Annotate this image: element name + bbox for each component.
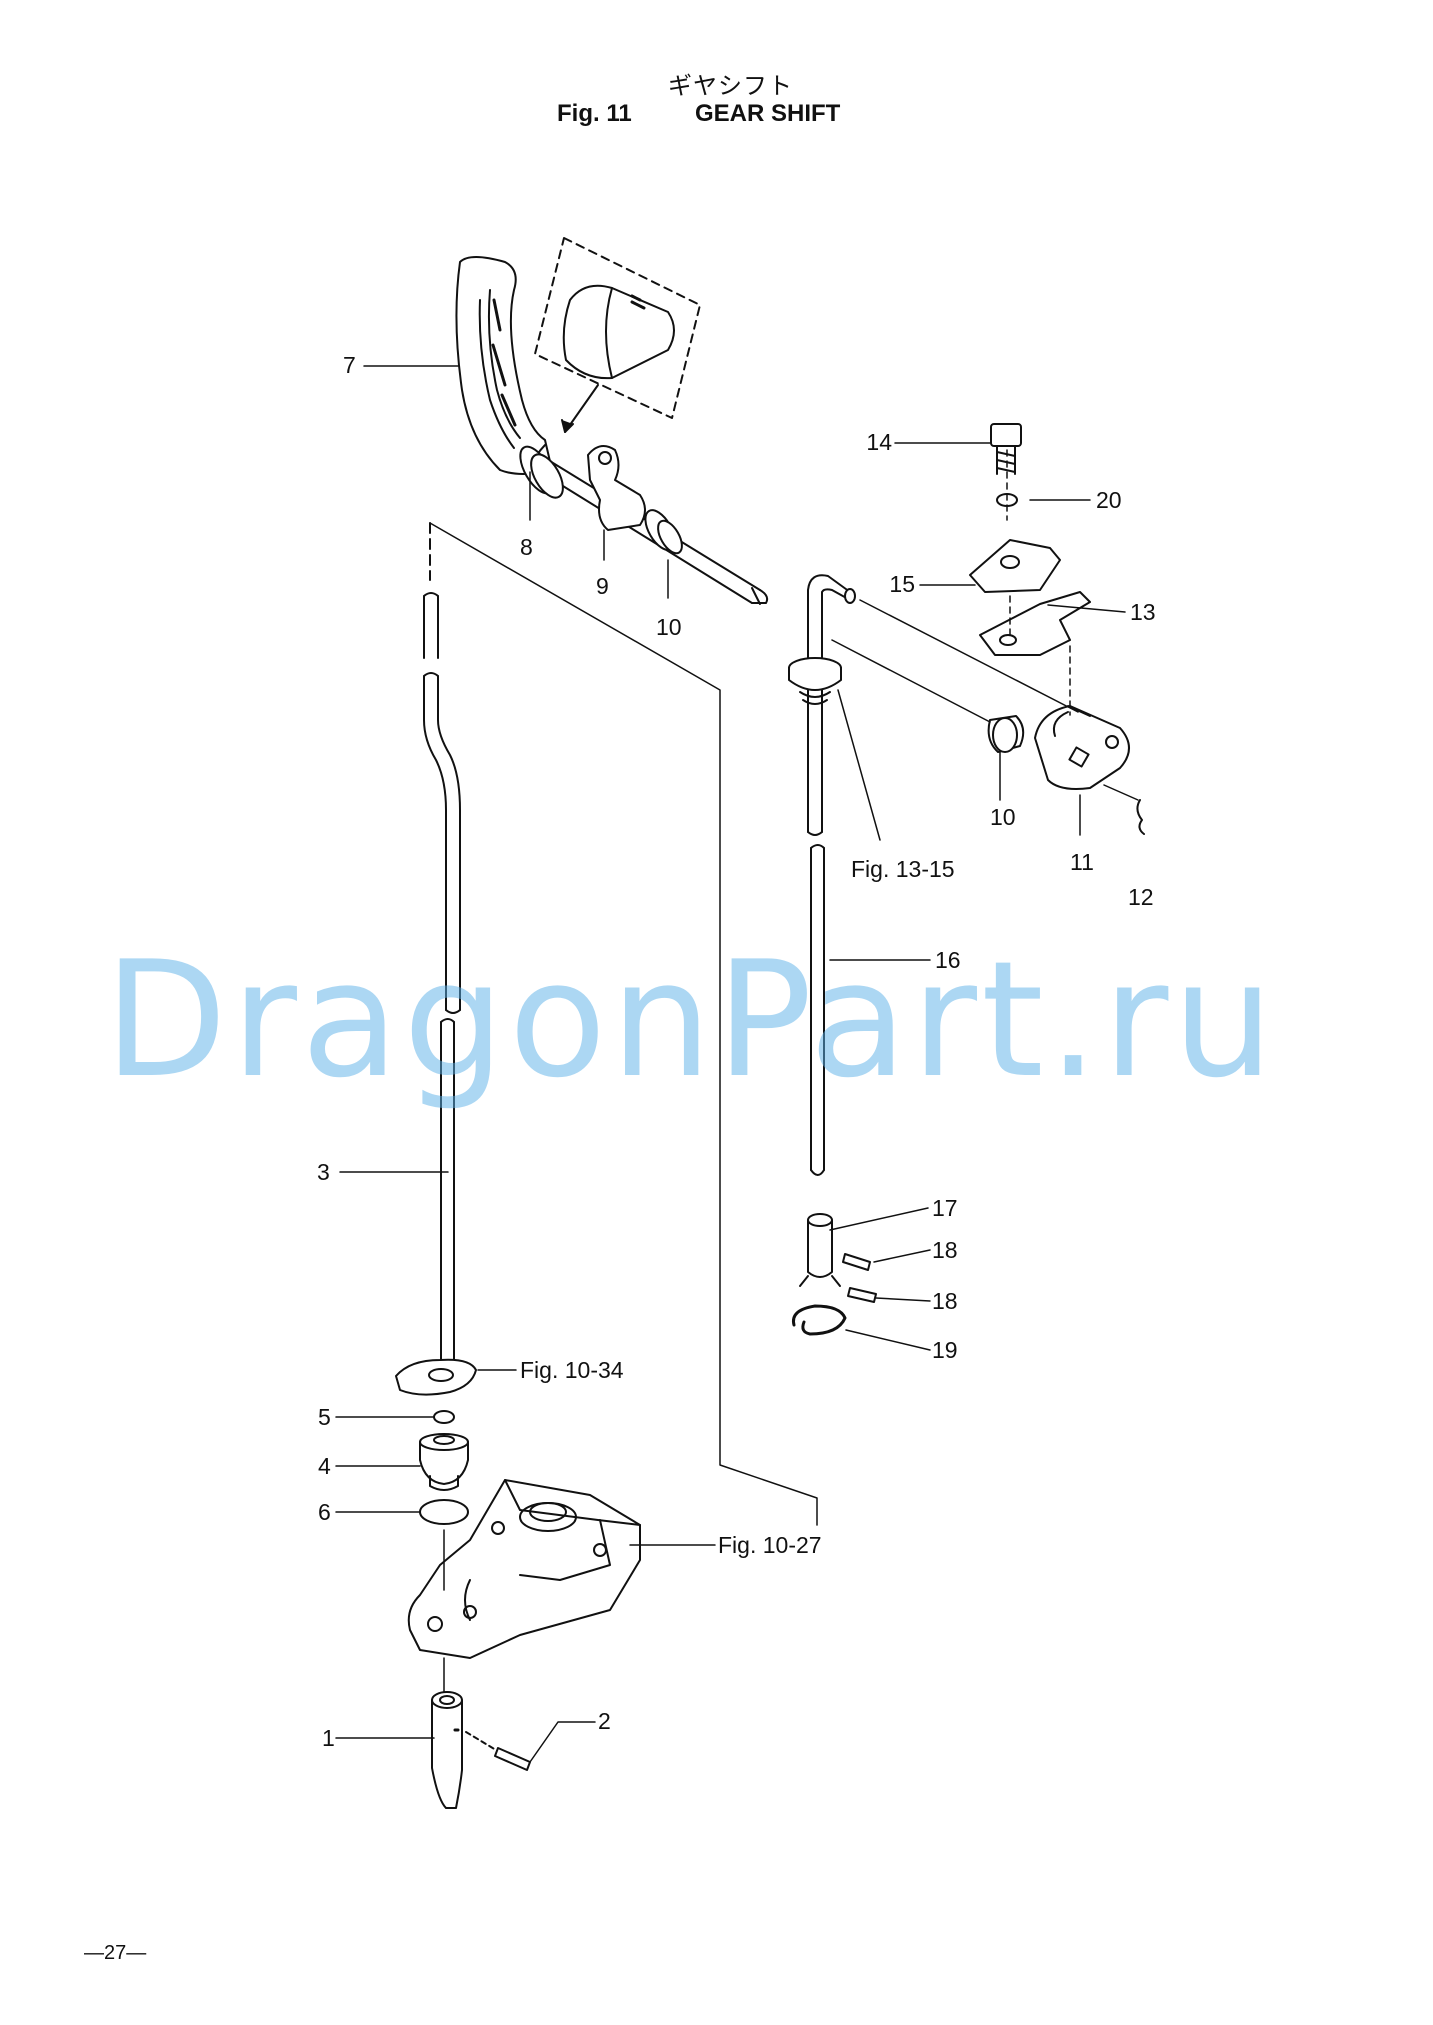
rod-16 [810, 844, 825, 1176]
label-2: 2 [598, 1708, 611, 1734]
plate-15 [969, 539, 1061, 593]
lever-arm-11 [1034, 705, 1130, 790]
label-7: 7 [343, 352, 356, 378]
label-6: 6 [318, 1499, 331, 1525]
part-labels: 7 8 9 10 14 20 15 13 10 11 12 16 3 17 18… [317, 352, 1156, 1751]
lower-case [407, 1479, 641, 1659]
pins-18 [842, 1253, 877, 1303]
shift-tube-1 [431, 1691, 463, 1809]
label-18-a: 18 [932, 1237, 958, 1263]
shift-lever [455, 256, 553, 475]
plate-13 [979, 591, 1091, 656]
sleeve-17 [799, 1213, 841, 1287]
label-5: 5 [318, 1404, 331, 1430]
shift-shaft [519, 444, 769, 605]
o-ring-6 [419, 1499, 469, 1525]
grommet [788, 657, 842, 705]
label-10-shaft: 10 [656, 614, 682, 640]
label-18-b: 18 [932, 1288, 958, 1314]
label-3: 3 [317, 1159, 330, 1185]
ref-fig-13-15: Fig. 13-15 [851, 856, 955, 882]
figure-title: GEAR SHIFT [695, 100, 841, 127]
label-12: 12 [1128, 884, 1154, 910]
label-13: 13 [1130, 599, 1156, 625]
ref-fig-10-34: Fig. 10-34 [520, 1357, 624, 1383]
gasket-plate [395, 1358, 477, 1396]
label-1: 1 [322, 1725, 335, 1751]
pin-2 [465, 1731, 531, 1771]
label-17: 17 [932, 1195, 958, 1221]
bolt-14 [990, 423, 1022, 475]
label-15: 15 [889, 571, 915, 597]
label-20: 20 [1096, 487, 1122, 513]
right-bushing [987, 715, 1025, 753]
label-10-right: 10 [990, 804, 1016, 830]
bushing-4 [419, 1433, 469, 1491]
e-clip-19 [791, 1304, 847, 1336]
figure-references: Fig. 13-15 Fig. 10-34 Fig. 10-27 [520, 856, 955, 1558]
label-16: 16 [935, 947, 961, 973]
watermark: DragonPart.ru [104, 926, 1278, 1113]
page-number: —27— [84, 1942, 147, 1964]
label-4: 4 [318, 1453, 331, 1479]
shift-rod-upper [423, 592, 461, 1014]
label-11: 11 [1070, 849, 1094, 875]
ref-fig-10-27: Fig. 10-27 [718, 1532, 822, 1558]
figure-number: Fig. 11 [557, 100, 632, 127]
title-japanese: ギヤシフト [668, 72, 793, 100]
label-14: 14 [866, 429, 892, 455]
label-8: 8 [520, 534, 533, 560]
o-ring-5 [433, 1410, 455, 1424]
cotter-pin [1136, 799, 1145, 835]
label-19: 19 [932, 1337, 958, 1363]
bent-rod [807, 574, 856, 836]
detail-inset [534, 237, 701, 433]
label-9: 9 [596, 573, 609, 599]
